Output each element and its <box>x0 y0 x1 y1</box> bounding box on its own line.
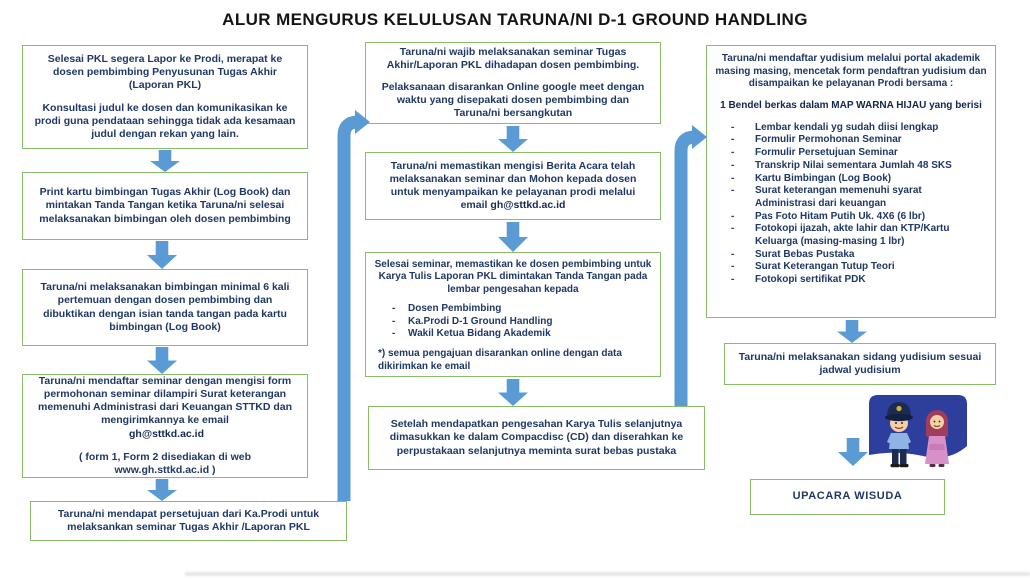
list-item: -Surat keterangan memenuhi syarat Admini… <box>715 185 987 210</box>
students-illustration <box>869 395 967 468</box>
box-text: Taruna/ni mendaftar seminar dengan mengi… <box>38 375 292 427</box>
box-berita-acara: Taruna/ni memastikan mengisi Berita Acar… <box>365 152 661 220</box>
dash-bullet: - <box>731 223 735 235</box>
down-arrow <box>147 479 177 501</box>
down-arrow <box>498 379 528 406</box>
list-item: -Transkrip Nilai sementara Jumlah 48 SKS <box>715 160 987 173</box>
box-bimbingan-minimal-6: Taruna/ni melaksanakan bimbingan minimal… <box>22 269 308 346</box>
signature-list: -Dosen Pembimbing -Ka.Prodi D-1 Ground H… <box>374 303 652 340</box>
box-upacara-wisuda: UPACARA WISUDA <box>750 479 945 515</box>
box-pengesahan-tanda-tangan: Selesai seminar, memastikan ke dosen pem… <box>365 252 661 377</box>
box-daftar-yudisium: Taruna/ni mendaftar yudisium melalui por… <box>706 45 996 318</box>
dash-bullet: - <box>731 274 735 285</box>
dash-bullet: - <box>731 147 735 159</box>
dash-bullet: - <box>731 172 735 184</box>
connector-col2-to-col3 <box>674 125 707 406</box>
box-text: Pelaksanaan disarankan Online google mee… <box>381 80 645 120</box>
email-address: gh@sttkd.ac.id <box>129 427 204 440</box>
down-arrow <box>498 222 528 252</box>
female-cadet <box>925 410 949 467</box>
dash-bullet: - <box>731 261 735 273</box>
dash-bullet: - <box>731 159 735 171</box>
berkas-heading: 1 Bendel berkas dalam MAP WARNA HIJAU ya… <box>720 100 982 112</box>
box-text: UPACARA WISUDA <box>792 490 903 503</box>
list-item: -Ka.Prodi D-1 Ground Handling <box>374 316 652 328</box>
down-arrow <box>147 241 177 269</box>
list-item: -Lembar kendali yg sudah diisi lengkap <box>715 122 987 135</box>
box-sidang-yudisium: Taruna/ni melaksanakan sidang yudisium s… <box>724 343 996 385</box>
list-item: -Formulir Persetujuan Seminar <box>715 147 987 160</box>
footnote-text: *) semua pengajuan disarankan online den… <box>378 348 622 372</box>
box-text: Setelah mendapatkan pengesahan Karya Tul… <box>389 418 684 457</box>
list-item: -Fotokopi ijazah, akte lahir dan KTP/Kar… <box>715 223 987 248</box>
dash-bullet: - <box>731 121 735 133</box>
list-item: -Surat Keterangan Tutup Teori <box>715 261 987 274</box>
down-arrow <box>837 320 867 343</box>
box-text: Selesai seminar, memastikan ke dosen pem… <box>374 259 652 295</box>
box-print-logbook: Print kartu bimbingan Tugas Akhir (Log B… <box>22 172 308 240</box>
box-text: Konsultasi judul ke dosen dan komunikasi… <box>34 101 296 140</box>
box-text: Taruna/ni melaksanakan sidang yudisium s… <box>738 350 982 376</box>
dash-bullet: - <box>731 134 735 146</box>
dash-bullet: - <box>392 327 396 339</box>
box-text: Taruna/ni wajib melaksanakan seminar Tug… <box>386 45 640 71</box>
list-item: -Kartu Bimbingan (Log Book) <box>715 173 987 186</box>
box-daftar-seminar: Taruna/ni mendaftar seminar dengan mengi… <box>22 374 308 478</box>
box-persetujuan-kaprodi: Taruna/ni mendapat persetujuan dari Ka.P… <box>30 501 347 541</box>
list-item: -Pas Foto Hitam Putih Uk. 4X6 (6 lbr) <box>715 211 987 224</box>
dash-bullet: - <box>731 248 735 260</box>
box-text: Taruna/ni mendapat persetujuan dari Ka.P… <box>57 507 320 533</box>
list-item: -Formulir Permohonan Seminar <box>715 134 987 147</box>
dash-bullet: - <box>392 315 396 327</box>
dash-bullet: - <box>731 210 735 222</box>
down-arrow <box>147 347 177 374</box>
box-pkl-report-prodi: Selesai PKL segera Lapor ke Prodi, merap… <box>22 45 308 149</box>
list-item: -Fotokopi sertifikat PDK <box>715 274 987 287</box>
box-text: Print kartu bimbingan Tugas Akhir (Log B… <box>39 186 291 225</box>
page-bottom-edge <box>185 572 1030 576</box>
box-text: Taruna/ni melaksanakan bimbingan minimal… <box>40 281 290 333</box>
male-cadet <box>885 402 913 468</box>
email-address: gh@sttkd.ac.id <box>490 199 566 212</box>
box-seminar-wajib: Taruna/ni wajib melaksanakan seminar Tug… <box>365 42 661 124</box>
list-item: -Dosen Pembimbing <box>374 303 652 315</box>
box-cd-perpustakaan: Setelah mendapatkan pengesahan Karya Tul… <box>368 406 705 470</box>
down-arrow <box>498 126 528 152</box>
dash-bullet: - <box>731 185 735 197</box>
box-text: Selesai PKL segera Lapor ke Prodi, merap… <box>47 53 283 92</box>
list-item: -Wakil Ketua Bidang Akademik <box>374 328 652 340</box>
box-text: ( form 1, Form 2 disediakan di web www.g… <box>78 450 252 476</box>
box-text: Taruna/ni memastikan mengisi Berita Acar… <box>389 159 637 212</box>
down-arrow <box>838 438 868 466</box>
page-title: ALUR MENGURUS KELULUSAN TARUNA/NI D-1 GR… <box>222 10 808 29</box>
berkas-list: -Lembar kendali yg sudah diisi lengkap -… <box>715 122 987 287</box>
dash-bullet: - <box>392 303 396 315</box>
box-text: Taruna/ni mendaftar yudisium melalui por… <box>715 53 987 90</box>
list-item: -Surat Bebas Pustaka <box>715 249 987 262</box>
down-arrow <box>150 150 180 172</box>
blue-backdrop-shape <box>869 395 967 458</box>
